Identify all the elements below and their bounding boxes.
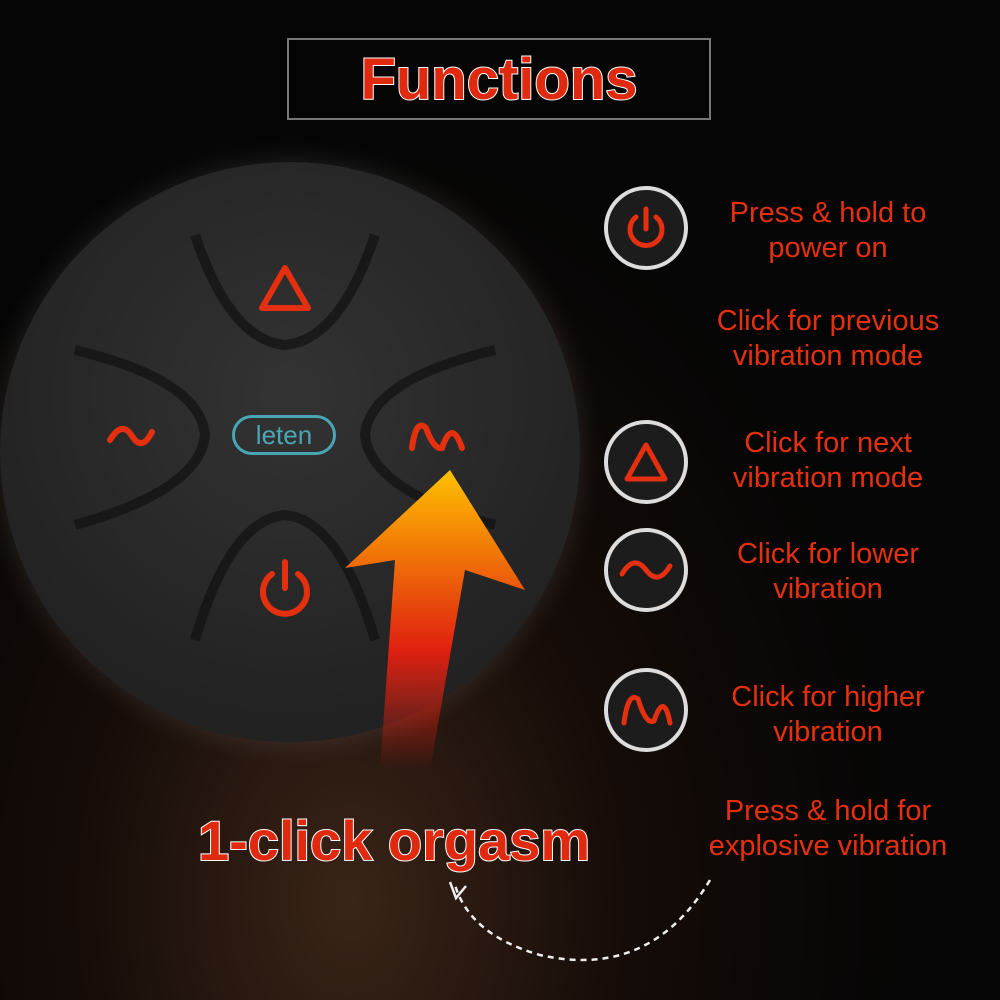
power-button[interactable] — [260, 559, 310, 617]
one-click-label: 1-click orgasm — [197, 808, 591, 873]
low-wave-button[interactable] — [107, 426, 155, 446]
legend-high-wave-icon — [604, 668, 688, 752]
legend-low-wave-icon — [604, 528, 688, 612]
triangle-button[interactable] — [259, 265, 311, 311]
dashed-curve-arrow — [453, 879, 712, 962]
arrow-graphic — [345, 470, 525, 770]
legend-power-icon — [604, 186, 688, 270]
page-title: Functions — [359, 46, 638, 113]
legend-triangle-icon — [604, 420, 688, 504]
high-wave-button[interactable] — [409, 422, 465, 452]
leten-logo: leten — [232, 415, 336, 455]
title-box: Functions — [287, 38, 711, 120]
